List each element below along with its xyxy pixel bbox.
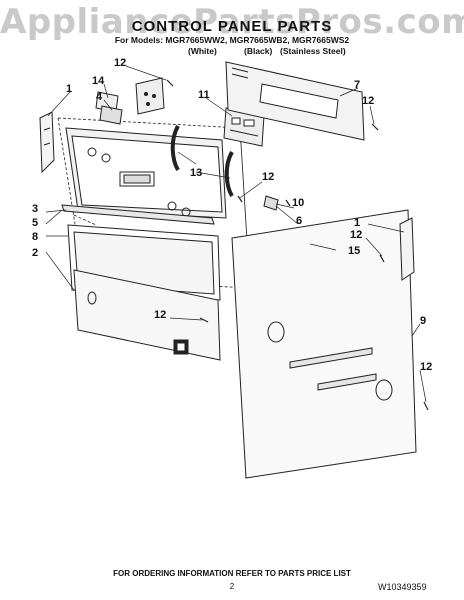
callout-10: 10: [292, 197, 304, 209]
callout-8: 8: [32, 231, 38, 243]
callout-5: 5: [32, 217, 38, 229]
callout-11: 11: [198, 89, 210, 101]
callout-12-rear: 12: [420, 361, 432, 373]
trim-strip: [61, 204, 215, 225]
small-clip: [263, 195, 279, 211]
leader-lines: [45, 65, 427, 403]
control-board-bracket: [135, 77, 165, 115]
page-number: 2: [229, 582, 235, 591]
callout-13: 13: [190, 167, 202, 179]
callout-7: 7: [354, 79, 360, 91]
rear-panel: [231, 209, 417, 479]
callout-2: 2: [32, 247, 38, 259]
callout-4: 4: [96, 91, 103, 103]
document-number: W10349359: [378, 582, 427, 592]
screws: [166, 79, 429, 411]
color-white-label: (White): [188, 46, 217, 56]
color-stainless-label: (Stainless Steel): [280, 46, 346, 56]
top-cover: [225, 61, 365, 141]
callout-labels: 1 14 12 4 11 7 12 3 5 8 2 13 12 10 6 1 1…: [32, 57, 432, 373]
side-bracket-left: [39, 111, 55, 174]
console-panel: [65, 127, 227, 219]
ordering-info: FOR ORDERING INFORMATION REFER TO PARTS …: [113, 569, 351, 578]
color-black-label: (Black): [244, 46, 273, 56]
callout-6: 6: [296, 215, 302, 227]
callout-1-right: 1: [354, 217, 360, 229]
callout-9: 9: [420, 315, 426, 327]
retainer-clips: [170, 125, 234, 198]
access-panel: [73, 269, 221, 361]
switch-bracket: [95, 91, 123, 125]
callout-14: 14: [92, 75, 105, 87]
callout-15: 15: [348, 245, 360, 257]
callout-12-right: 12: [350, 229, 362, 241]
watermark: AppliancePartsPros.com: [0, 2, 464, 42]
callout-3: 3: [32, 203, 38, 215]
models-line: For Models: MGR7665WW2, MGR7665WB2, MGR7…: [114, 35, 350, 45]
callout-12-cover: 12: [362, 95, 374, 107]
callout-1-left: 1: [66, 83, 72, 95]
callout-12-top: 12: [114, 57, 126, 69]
callout-12-clip: 12: [262, 171, 274, 183]
diagram-title: CONTROL PANEL PARTS: [131, 18, 333, 35]
side-bracket-right: [399, 217, 415, 281]
callout-12-lower: 12: [154, 309, 166, 321]
